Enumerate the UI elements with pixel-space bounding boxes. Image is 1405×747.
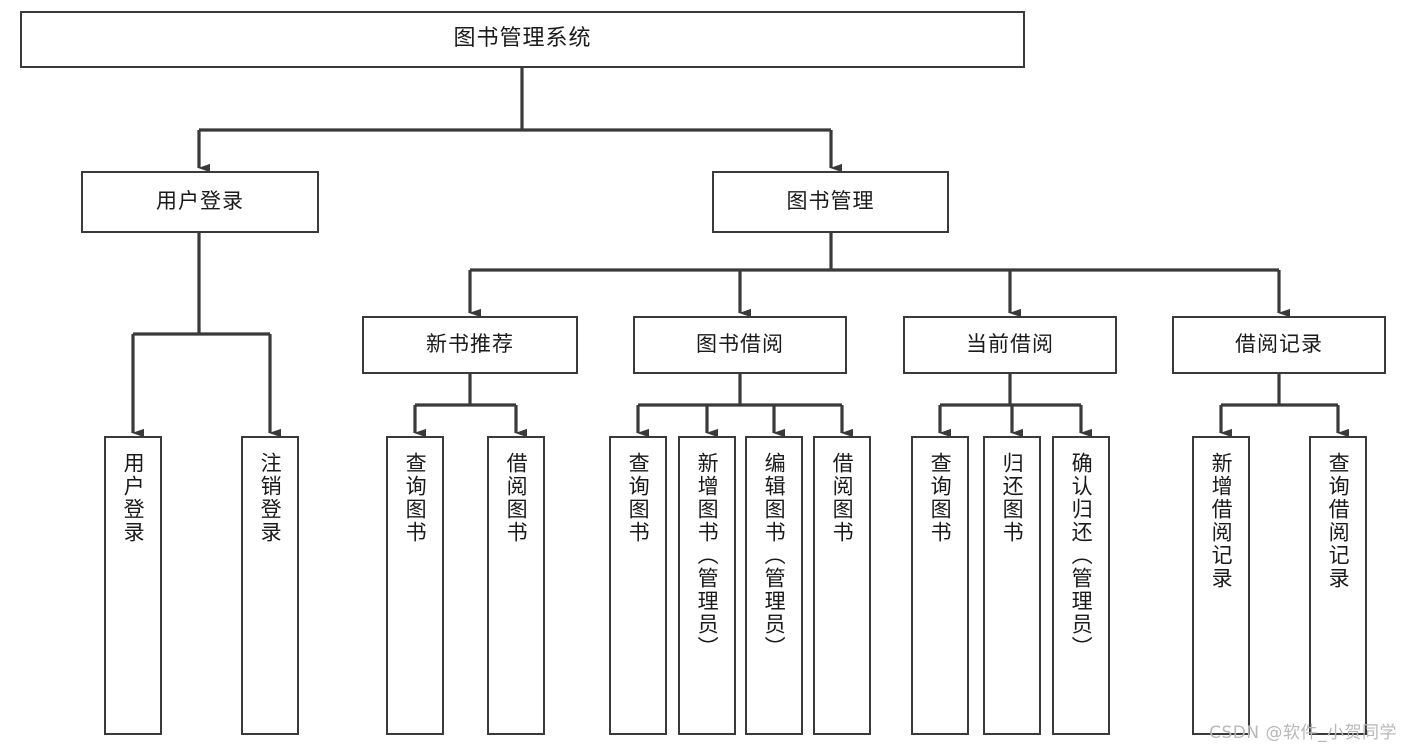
- node-label: 借阅图书: [504, 452, 529, 544]
- node-label: 用户登录: [121, 452, 146, 544]
- node-label: 新增图书（管理员）: [695, 452, 720, 659]
- node-label: 当前借阅: [966, 332, 1054, 357]
- node-leaf-leaf-borrow-book-1[interactable]: 借阅图书: [487, 436, 545, 735]
- node-label: 新增借阅记录: [1209, 452, 1234, 590]
- node-level3-borrow-records[interactable]: 借阅记录: [1172, 316, 1386, 374]
- node-label: 借阅图书: [830, 452, 855, 544]
- node-leaf-leaf-query-book-2[interactable]: 查询图书: [609, 436, 667, 735]
- node-root-library-management-system[interactable]: 图书管理系统: [20, 11, 1025, 68]
- node-leaf-leaf-add-book-admin[interactable]: 新增图书（管理员）: [678, 436, 736, 735]
- node-label: 查询图书: [626, 452, 651, 544]
- node-leaf-leaf-edit-book-admin[interactable]: 编辑图书（管理员）: [745, 436, 803, 735]
- node-leaf-leaf-confirm-return-admin[interactable]: 确认归还（管理员）: [1052, 436, 1110, 735]
- node-level3-current-borrow[interactable]: 当前借阅: [903, 316, 1117, 374]
- node-label: 查询图书: [928, 452, 953, 544]
- node-label: 新书推荐: [426, 332, 514, 357]
- node-leaf-leaf-user-login[interactable]: 用户登录: [104, 436, 162, 735]
- node-label: 查询借阅记录: [1326, 452, 1351, 590]
- node-leaf-leaf-borrow-book-2[interactable]: 借阅图书: [813, 436, 871, 735]
- node-leaf-leaf-query-book-1[interactable]: 查询图书: [386, 436, 444, 735]
- node-label: 归还图书: [1000, 452, 1025, 544]
- node-label: 图书借阅: [696, 332, 784, 357]
- node-leaf-leaf-logout-login[interactable]: 注销登录: [241, 436, 299, 735]
- node-level2-book-manage[interactable]: 图书管理: [712, 171, 949, 233]
- node-level3-book-borrow[interactable]: 图书借阅: [633, 316, 847, 374]
- node-level2-user-login[interactable]: 用户登录: [81, 171, 319, 233]
- node-leaf-leaf-add-borrow-record[interactable]: 新增借阅记录: [1192, 436, 1250, 735]
- node-leaf-leaf-return-book[interactable]: 归还图书: [983, 436, 1041, 735]
- node-label: 用户登录: [156, 189, 244, 214]
- node-label: 图书管理: [786, 189, 875, 214]
- node-label: 查询图书: [403, 452, 428, 544]
- node-leaf-leaf-query-book-3[interactable]: 查询图书: [911, 436, 969, 735]
- watermark-text: CSDN @软件_小贺同学: [1209, 723, 1397, 743]
- node-label: 确认归还（管理员）: [1069, 452, 1094, 659]
- node-label: 借阅记录: [1235, 332, 1323, 357]
- node-label: 编辑图书（管理员）: [762, 452, 787, 659]
- node-level3-new-book-recommend[interactable]: 新书推荐: [362, 316, 578, 374]
- node-label: 图书管理系统: [453, 26, 592, 52]
- node-label: 注销登录: [258, 452, 283, 544]
- node-leaf-leaf-query-borrow-record[interactable]: 查询借阅记录: [1309, 436, 1367, 735]
